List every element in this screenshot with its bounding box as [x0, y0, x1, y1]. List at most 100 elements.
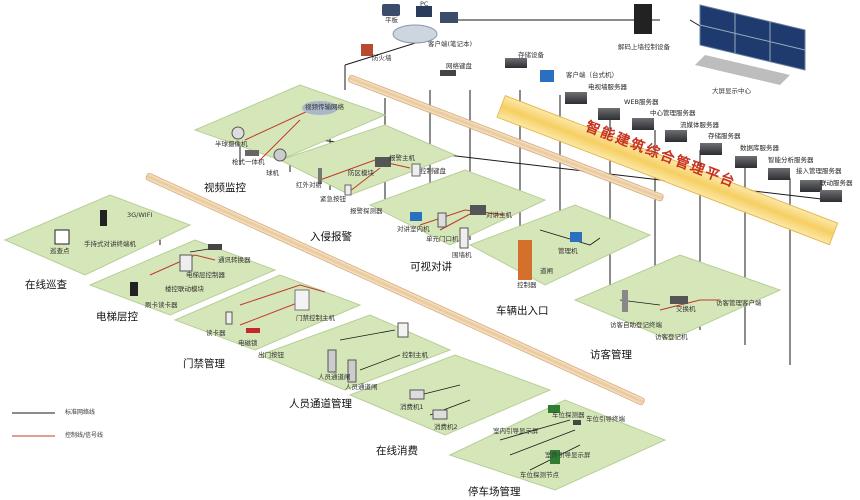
firewall-icon: [361, 44, 373, 56]
zone-label-vehicle: 车辆出入口: [496, 305, 549, 317]
decoder-icon: [634, 4, 652, 34]
phone-icon: [100, 210, 107, 226]
device-label: 枪式一体机: [232, 158, 265, 166]
server-icon: [632, 118, 654, 130]
wall-label: 大屏显示中心: [712, 87, 751, 95]
device-label: 报警探测器: [350, 207, 383, 215]
device-label: 车位探测器: [552, 411, 585, 419]
ptz-camera-icon: [273, 148, 287, 162]
server-icon: [700, 143, 722, 155]
zone-plate-parking: [448, 399, 667, 491]
legend-ctl-label: 控制线/信号线: [65, 432, 104, 439]
ipad-icon: [382, 4, 400, 16]
video-wall-icon: [695, 4, 806, 85]
elevator-ctrl-icon: [179, 254, 193, 272]
legend-net-label: 标准网络线: [65, 409, 96, 416]
zone-label-elevator: 电梯层控: [96, 311, 138, 323]
elevator-switch-icon: [208, 244, 222, 250]
server-row: [565, 92, 842, 202]
unit-station-icon: [459, 227, 469, 249]
device-label: 消费机2: [434, 423, 458, 431]
device-label: 半球摄像机: [215, 140, 248, 148]
storage-icon: [505, 58, 527, 68]
zone-plates: [3, 84, 782, 491]
zone-devices: [54, 101, 688, 464]
access-lock-icon: [246, 328, 260, 333]
server-label: 智能分析服务器: [768, 156, 814, 164]
zone-label-visitor: 访客管理: [590, 349, 632, 361]
gate-ctrl-icon: [397, 322, 409, 338]
device-label: 通讯转换器: [218, 256, 251, 264]
parking-display-icon: [548, 405, 560, 413]
server-icon: [735, 156, 757, 168]
device-label: 访客登记机: [655, 333, 688, 341]
server-label: 接入管理服务器: [796, 167, 842, 175]
device-label: 单元门口机: [426, 235, 459, 243]
zone-plate-elevator: [88, 239, 277, 316]
device-label: 对讲室内机: [397, 225, 430, 233]
device-label: 刷卡读卡器: [145, 301, 178, 309]
device-label: 出门按钮: [258, 351, 284, 359]
server-label: 中心管理服务器: [650, 109, 696, 117]
desktop-icon: [540, 70, 554, 82]
dome-camera-icon: [231, 126, 245, 140]
device-label: 交换机: [676, 305, 696, 313]
access-reader-icon: [225, 311, 233, 325]
zone-plate-intrusion: [278, 124, 457, 196]
intercom-host-icon: [470, 205, 486, 215]
decoder-label: 解码上墙控制设备: [618, 43, 670, 51]
device-label: 对讲主机: [486, 211, 512, 219]
device-label: 控制主机: [402, 351, 428, 359]
device-label: 电磁锁: [238, 339, 258, 347]
server-icon: [768, 168, 790, 180]
client-label: 客户端(笔记本): [428, 40, 473, 48]
device-label: 道闸: [540, 267, 553, 275]
device-label: 紧急按钮: [320, 195, 346, 203]
zone-plate-intercom: [368, 169, 547, 246]
server-icon: [565, 92, 587, 104]
zone-label-consume: 在线消费: [376, 445, 418, 457]
device-label: 控制器: [517, 281, 537, 289]
server-label: 存储服务器: [708, 132, 741, 140]
ir-beam-icon: [318, 168, 322, 184]
detector-icon: [344, 184, 352, 196]
device-label: 巡查点: [50, 247, 70, 255]
zone-label-intrusion: 入侵报警: [310, 231, 352, 243]
zone-label-video: 视频监控: [204, 182, 246, 194]
device-label: 围墙机: [452, 251, 472, 259]
mgmt-pc-icon: [570, 232, 582, 242]
alarm-host-icon: [375, 157, 391, 167]
zone-plate-access: [173, 274, 362, 351]
device-label: 访客自助登记终端: [610, 321, 662, 329]
zone-label-parking: 停车场管理: [468, 486, 521, 498]
door-station-icon: [437, 212, 447, 228]
desktop-label: 客户端（台式机）: [566, 71, 618, 79]
network-cloud-icon: [302, 101, 338, 115]
pos-icon: [409, 389, 425, 400]
laptop-icon: [440, 12, 458, 23]
device-label: 管理机: [558, 247, 578, 255]
device-label: 访客管理客户端: [716, 299, 762, 307]
device-label: 门禁控制主机: [296, 314, 335, 322]
server-icon: [800, 180, 822, 192]
server-icon: [820, 190, 842, 202]
pc-label: PC: [420, 0, 429, 8]
gate-icon: [347, 359, 357, 383]
server-label: 联动服务器: [820, 179, 853, 187]
device-label: 3G/WIFI: [127, 211, 153, 219]
device-label: 球机: [266, 169, 279, 177]
parking-sensor-icon: [573, 420, 581, 425]
zone-plate-patrol: [3, 194, 192, 276]
qr-icon: [54, 229, 70, 245]
access-host-icon: [294, 289, 310, 311]
firewall-label: 防火墙: [372, 54, 392, 62]
server-icon: [598, 108, 620, 120]
server-label: 电视墙服务器: [588, 83, 627, 91]
zone-plate-consume: [348, 354, 552, 436]
device-label: 室内引导显示屏: [493, 427, 539, 435]
visitor-terminal-icon: [622, 290, 628, 312]
card-reader-icon: [130, 282, 138, 296]
visitor-switch-icon: [670, 296, 688, 304]
device-label: 控制键盘: [420, 167, 446, 175]
